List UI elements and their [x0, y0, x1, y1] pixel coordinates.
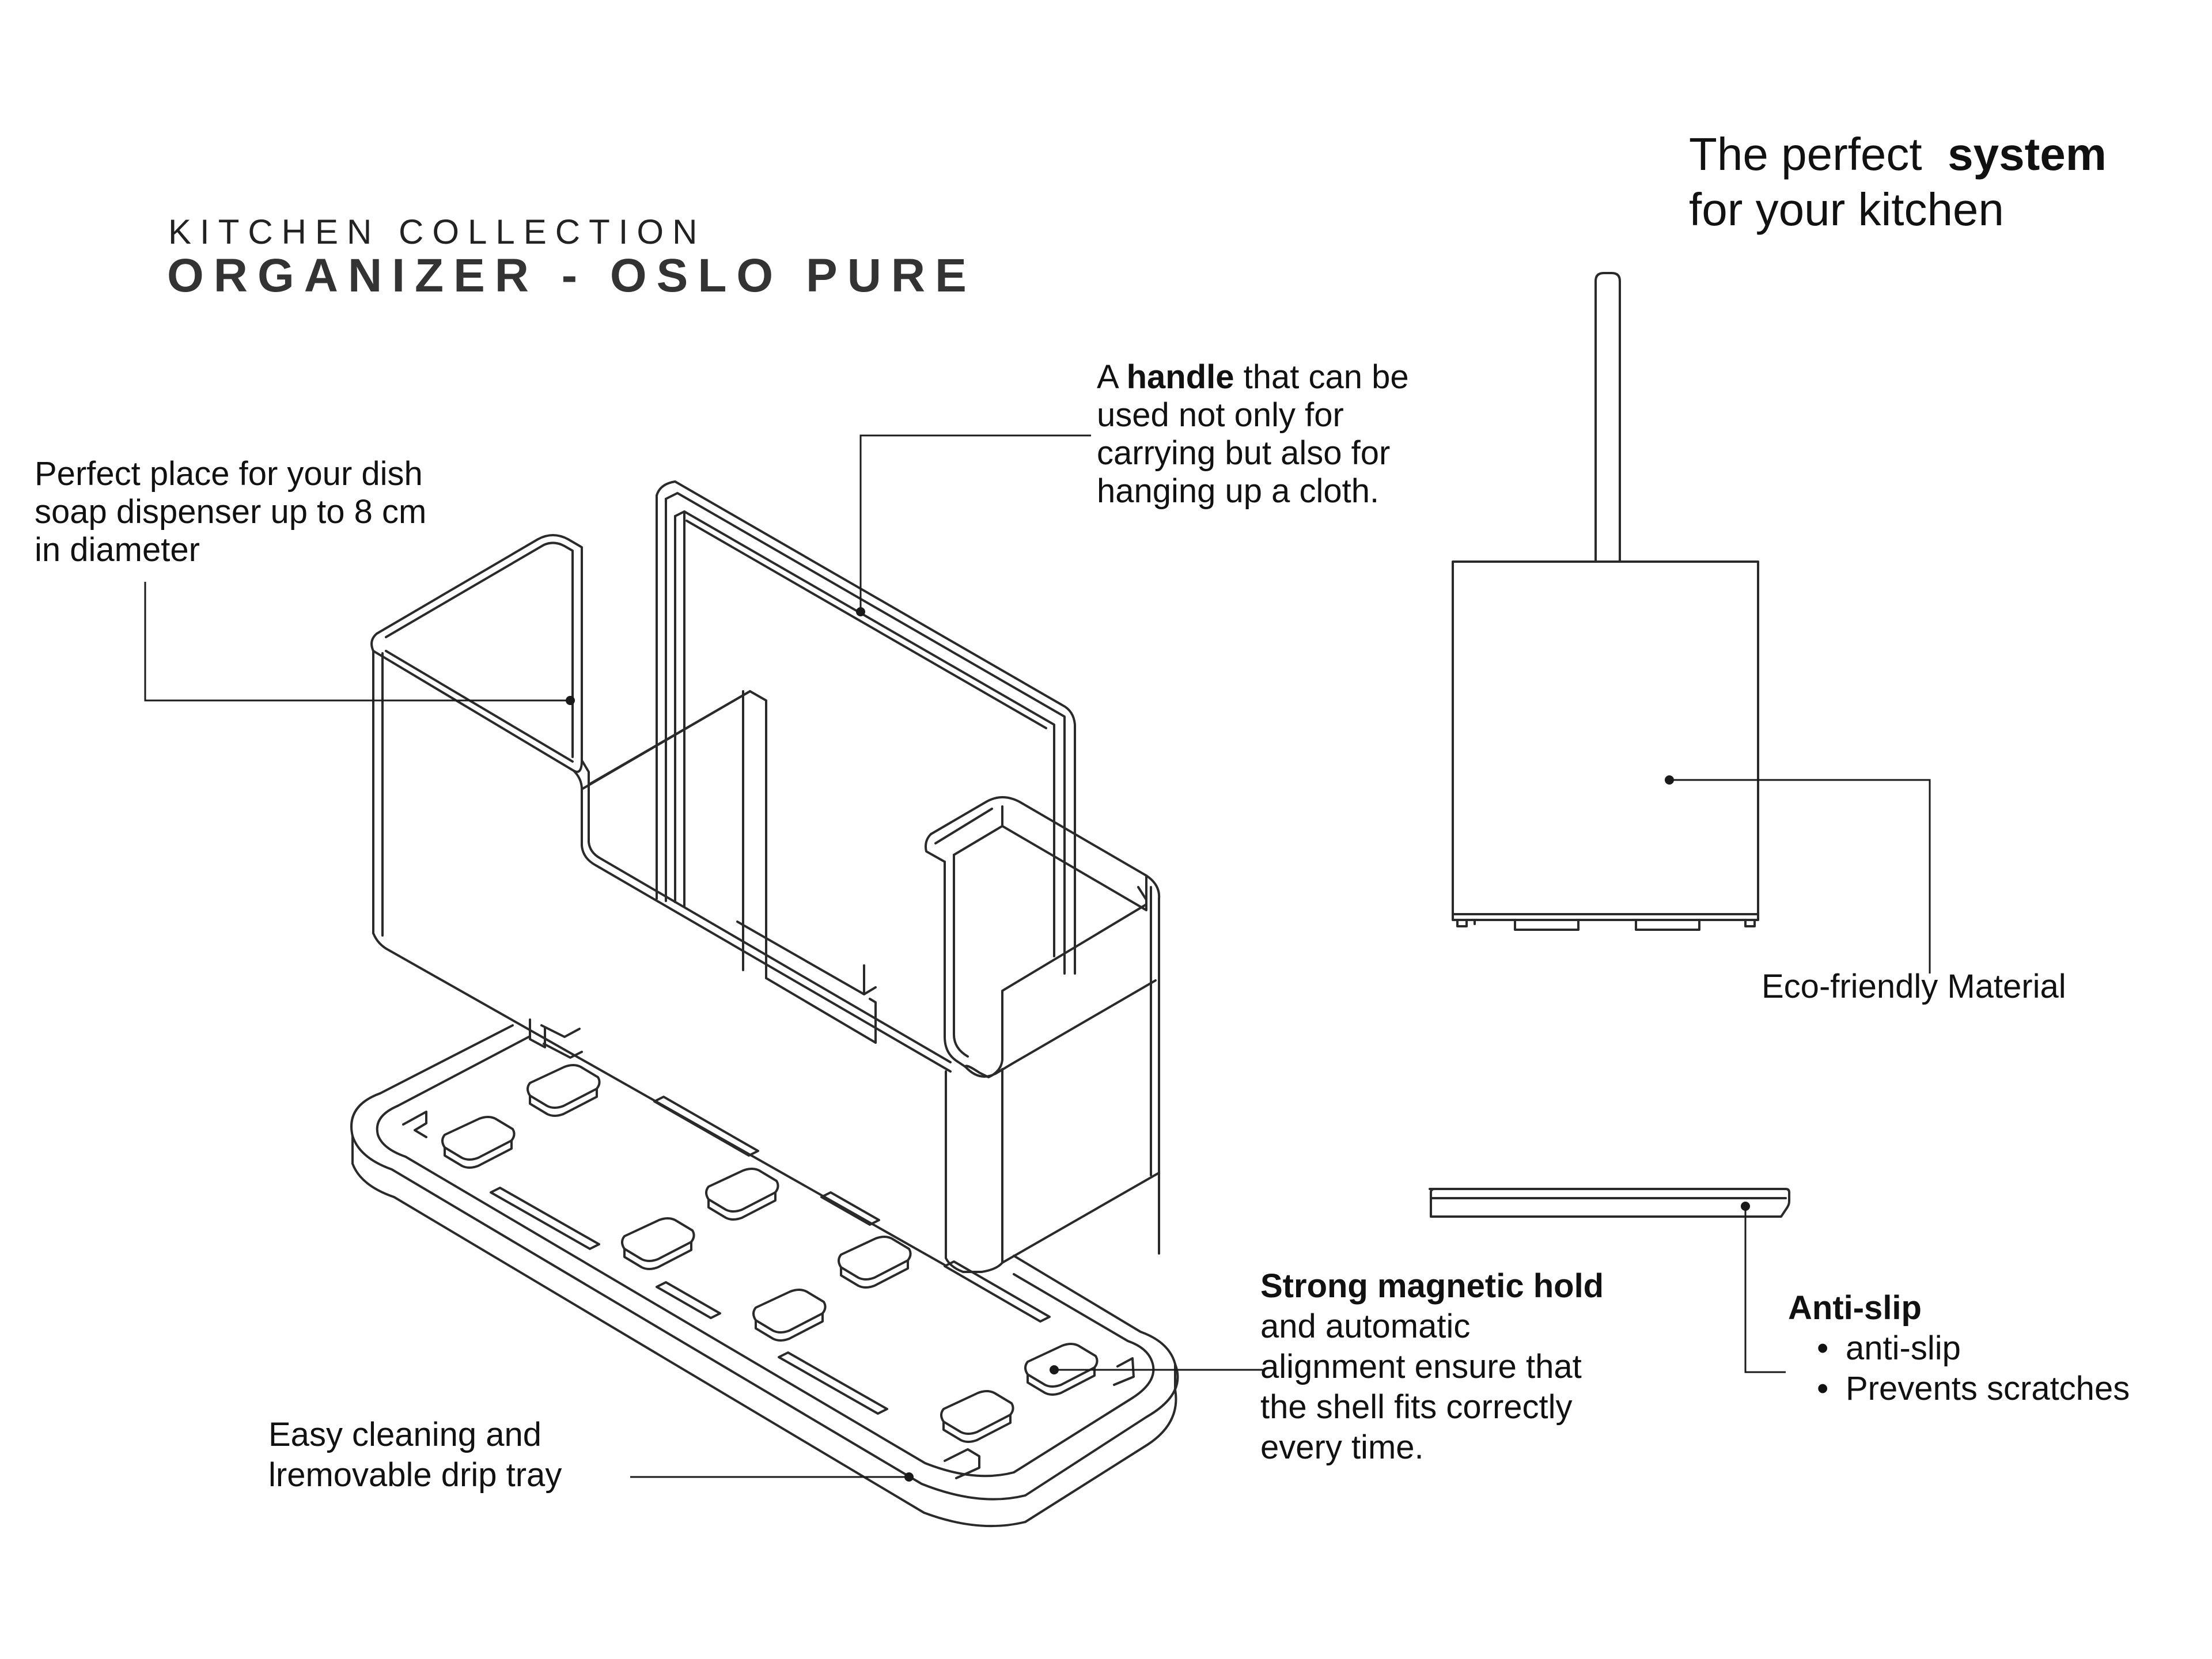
tagline: The perfect system for your kitchen: [1689, 127, 2107, 237]
callout-antislip-list: anti-slip Prevents scratches: [1788, 1328, 2130, 1409]
callout-magnetic-line: the shell fits correctly: [1260, 1388, 1573, 1426]
callout-magnetic-line: and automatic: [1260, 1308, 1471, 1345]
leader-antislip: [1741, 1202, 1786, 1373]
side-view-tray-drawing: [1429, 1188, 1790, 1218]
tagline-emphasis: system: [1948, 128, 2107, 180]
callout-antislip-bullet: Prevents scratches: [1788, 1369, 2130, 1409]
callout-drip-tray: Easy cleaning and lremovable drip tray: [268, 1415, 562, 1495]
callout-handle-prefix: A: [1097, 358, 1118, 396]
leader-eco: [1665, 775, 1931, 974]
leader-magnetic: [1050, 1365, 1263, 1374]
handle-drawing: [656, 480, 1076, 975]
callout-magnetic-line: alignment ensure that: [1260, 1348, 1582, 1385]
product-title: ORGANIZER - OSLO PURE: [167, 249, 976, 302]
tagline-before: The perfect: [1689, 128, 1922, 180]
callout-soap-line: Perfect place for your dish: [35, 455, 423, 493]
leader-soap: [144, 582, 575, 705]
callout-anti-slip: Anti-slip anti-slip Prevents scratches: [1788, 1288, 2130, 1409]
leader-handle: [856, 434, 1091, 616]
callout-handle-emphasis: handle: [1126, 358, 1234, 396]
callout-tray-line: lremovable drip tray: [268, 1456, 562, 1494]
callout-antislip-bullet: anti-slip: [1788, 1328, 2130, 1369]
callout-soap-line: in diameter: [35, 531, 200, 569]
callout-handle-line: used not only for: [1097, 396, 1344, 434]
tagline-after: for your kitchen: [1689, 184, 2004, 235]
callout-eco-material: Eco-friendly Material: [1762, 968, 2066, 1006]
callout-soap-line: soap dispenser up to 8 cm: [35, 493, 427, 531]
callout-handle-line: hanging up a cloth.: [1097, 472, 1380, 510]
callout-handle-line: carrying but also for: [1097, 434, 1391, 472]
callout-handle: A handle that can be used not only for c…: [1097, 358, 1409, 510]
leader-tray: [630, 1472, 914, 1482]
callout-magnetic-line: every time.: [1260, 1429, 1424, 1466]
callout-antislip-heading: Anti-slip: [1788, 1289, 1922, 1327]
collection-eyebrow: KITCHEN COLLECTION: [168, 213, 706, 251]
callout-eco-text: Eco-friendly Material: [1762, 968, 2066, 1005]
side-view-drawing: [1452, 272, 1759, 931]
callout-handle-rest: that can be: [1243, 358, 1409, 396]
magnetic-pad-group: [441, 1064, 1099, 1443]
callout-soap-dispenser: Perfect place for your dish soap dispens…: [35, 455, 426, 569]
callout-tray-line: Easy cleaning and: [268, 1416, 541, 1453]
callout-magnetic-hold: Strong magnetic hold and automatic align…: [1260, 1266, 1604, 1468]
callout-magnetic-emphasis: Strong magnetic hold: [1260, 1267, 1604, 1305]
